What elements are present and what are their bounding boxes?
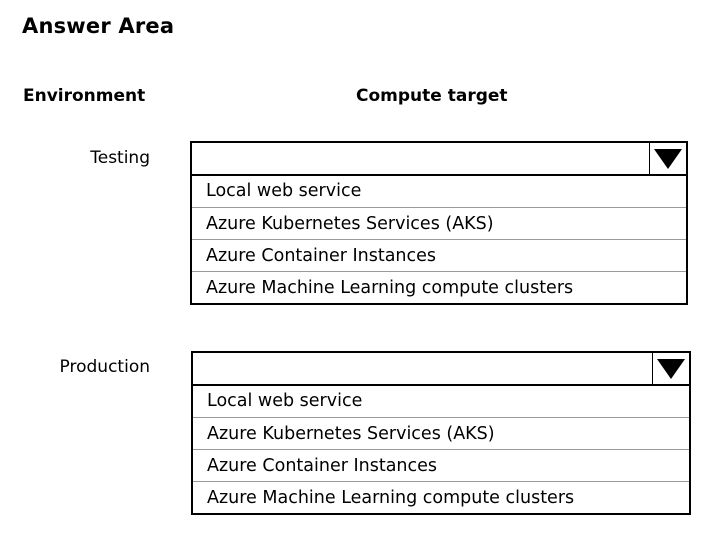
dropdown-production-option-1[interactable]: Azure Kubernetes Services (AKS) — [193, 417, 689, 449]
dropdown-testing-option-3[interactable]: Azure Machine Learning compute clusters — [192, 271, 686, 303]
dropdown-testing[interactable]: Local web service Azure Kubernetes Servi… — [190, 141, 688, 305]
column-header-environment: Environment — [23, 86, 146, 106]
dropdown-production-toggle-button[interactable] — [652, 353, 689, 384]
dropdown-production-option-3[interactable]: Azure Machine Learning compute clusters — [193, 481, 689, 513]
dropdown-production-option-list: Local web service Azure Kubernetes Servi… — [191, 385, 691, 515]
caret-down-icon — [657, 358, 685, 379]
dropdown-testing-option-0[interactable]: Local web service — [192, 175, 686, 207]
dropdown-production-option-2[interactable]: Azure Container Instances — [193, 449, 689, 481]
dropdown-testing-option-2[interactable]: Azure Container Instances — [192, 239, 686, 271]
dropdown-production-selected-value — [193, 353, 652, 384]
row-label-testing: Testing — [90, 148, 150, 168]
dropdown-production-field[interactable] — [191, 351, 691, 386]
dropdown-testing-option-list: Local web service Azure Kubernetes Servi… — [190, 175, 688, 305]
caret-down-icon — [654, 148, 682, 169]
dropdown-testing-option-1[interactable]: Azure Kubernetes Services (AKS) — [192, 207, 686, 239]
dropdown-testing-field[interactable] — [190, 141, 688, 176]
dropdown-production[interactable]: Local web service Azure Kubernetes Servi… — [191, 351, 691, 515]
page-title: Answer Area — [22, 14, 175, 38]
row-label-production: Production — [59, 357, 150, 377]
dropdown-testing-selected-value — [192, 143, 649, 174]
column-header-compute-target: Compute target — [356, 86, 508, 106]
dropdown-testing-toggle-button[interactable] — [649, 143, 686, 174]
dropdown-production-option-0[interactable]: Local web service — [193, 385, 689, 417]
